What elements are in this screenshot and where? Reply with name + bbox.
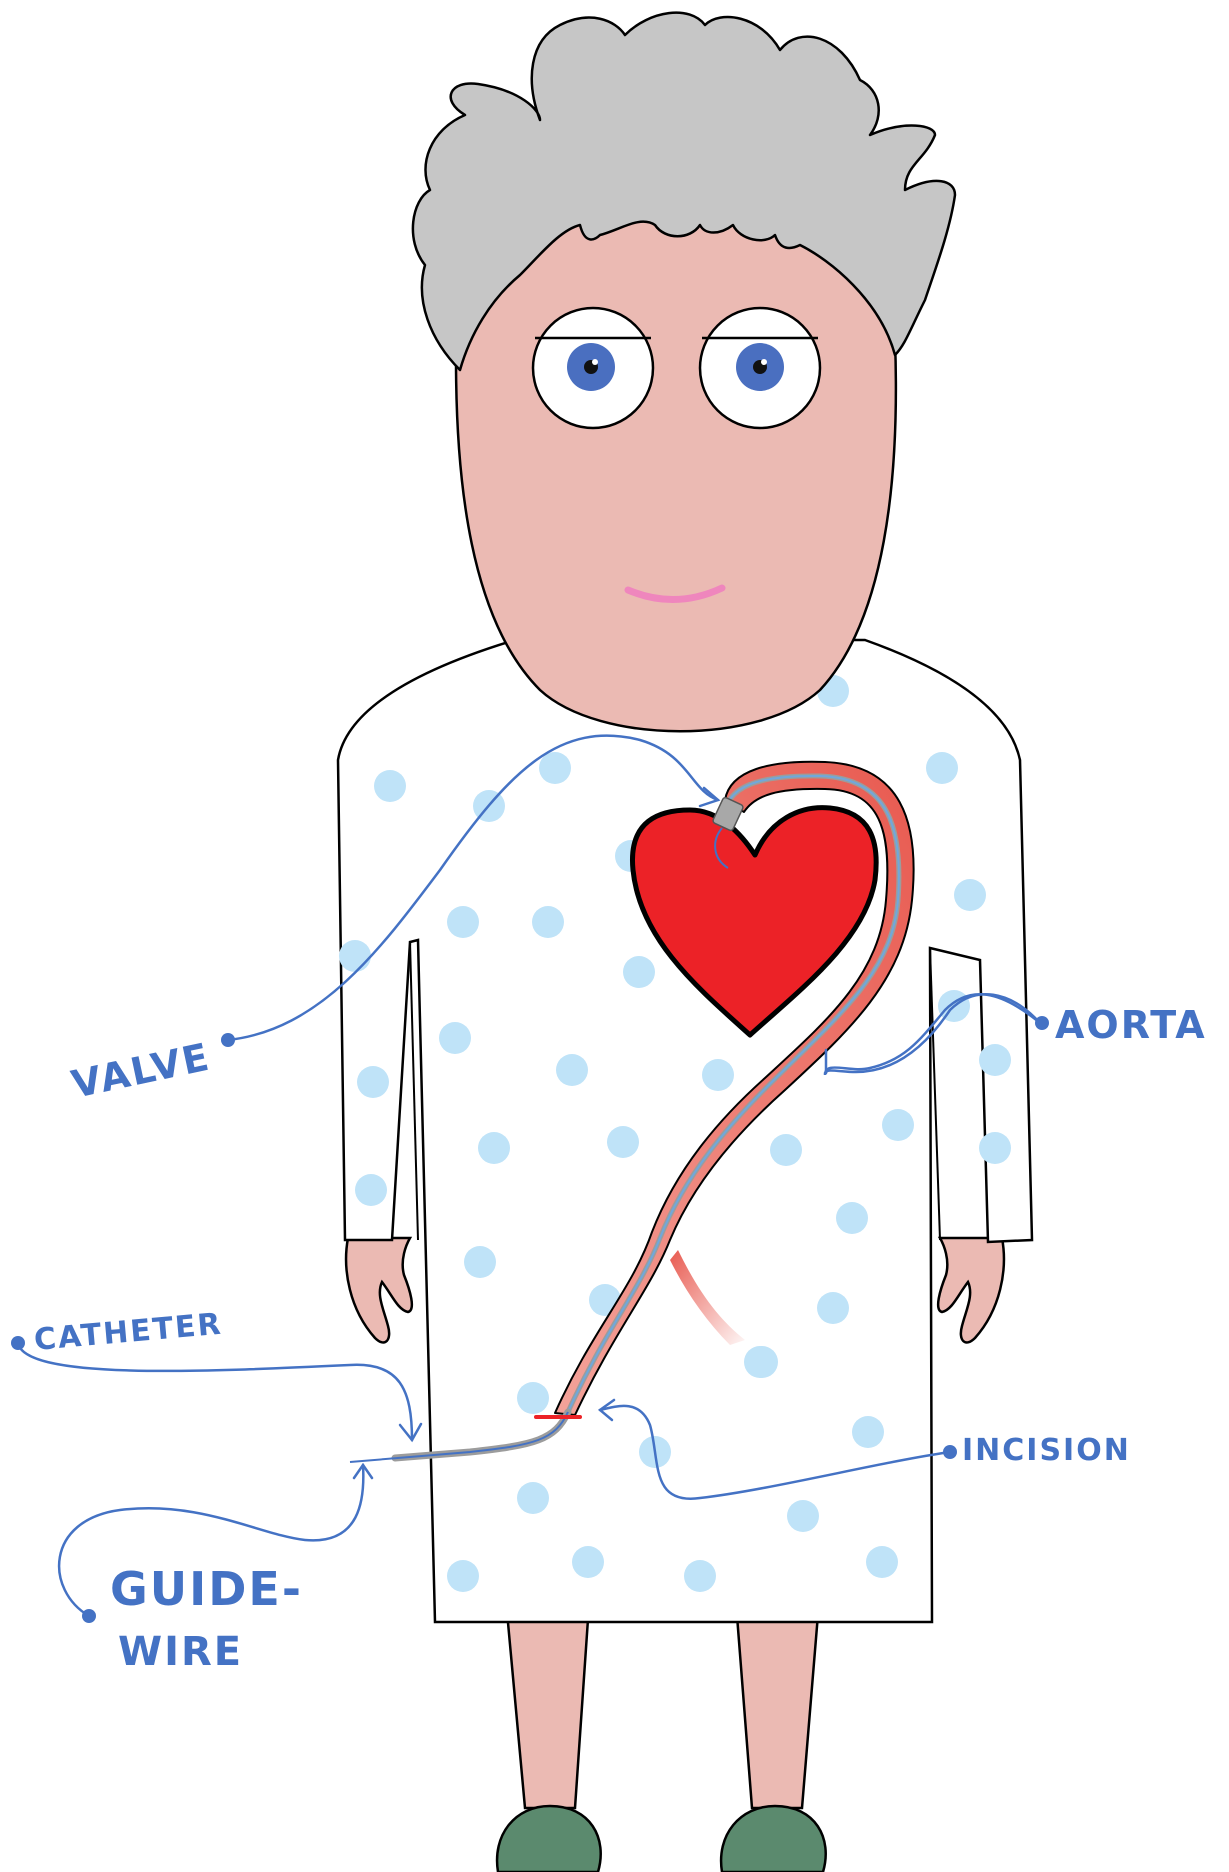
guidewire-label-line2: WIRE (118, 1629, 243, 1675)
left-eye-icon (533, 308, 653, 428)
valve-label: VALVE (68, 1035, 215, 1107)
right-eye-icon (700, 308, 820, 428)
shoes (497, 1806, 826, 1872)
incision-label: INCISION (962, 1433, 1131, 1468)
head (456, 200, 896, 731)
catheter-label: CATHETER (33, 1307, 224, 1358)
guidewire-label-line1: GUIDE- (110, 1562, 303, 1616)
aorta-label: AORTA (1055, 1003, 1207, 1047)
hospital-gown (338, 640, 1032, 1622)
